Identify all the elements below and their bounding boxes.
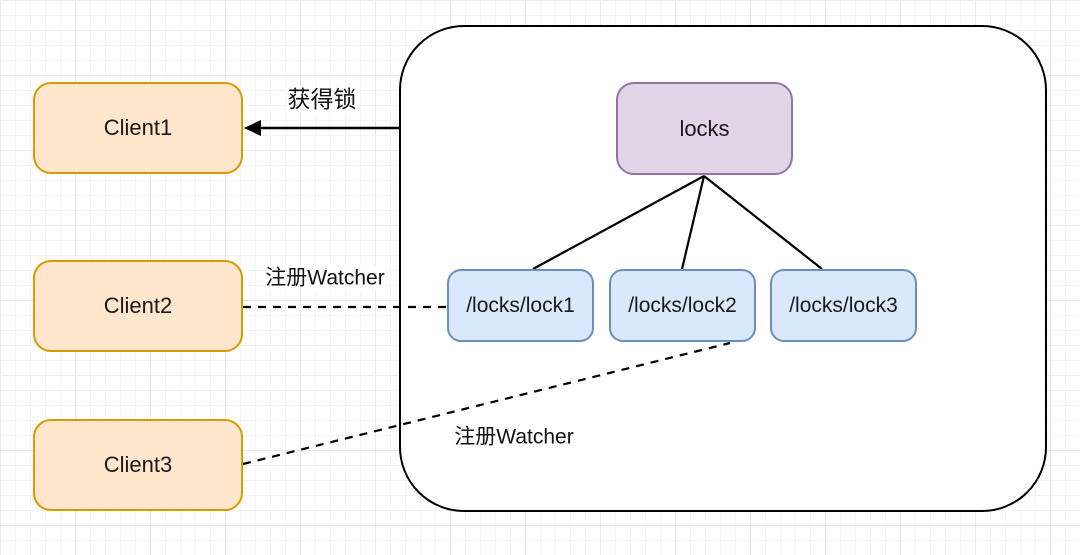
locks-root-node: locks — [616, 82, 793, 175]
lock2-node: /locks/lock2 — [609, 269, 756, 342]
lock1-node: /locks/lock1 — [447, 269, 594, 342]
watcher-client2-edge-label: 注册Watcher — [263, 265, 387, 291]
lock2-label: /locks/lock2 — [628, 293, 737, 317]
client3-node: Client3 — [33, 419, 243, 511]
client2-label: Client2 — [103, 293, 173, 318]
acquire-lock-arrow — [244, 120, 399, 136]
lock1-label: /locks/lock1 — [466, 293, 575, 317]
locks-root-label: locks — [679, 115, 730, 141]
client3-label: Client3 — [103, 452, 173, 477]
watcher-client3-edge-label: 注册Watcher — [452, 424, 576, 450]
lock3-node: /locks/lock3 — [770, 269, 917, 342]
client2-node: Client2 — [33, 260, 243, 352]
client1-label: Client1 — [103, 115, 173, 140]
lock3-label: /locks/lock3 — [789, 293, 898, 317]
client1-node: Client1 — [33, 82, 243, 174]
acquire-lock-edge-label: 获得锁 — [285, 86, 359, 114]
